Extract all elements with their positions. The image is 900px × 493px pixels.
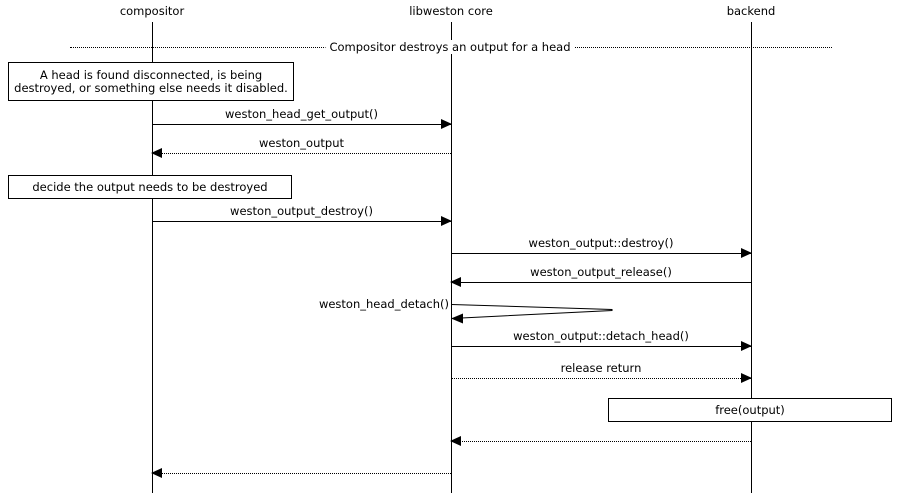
msg-label: weston_output::destroy() <box>525 236 677 250</box>
arrowhead-left-icon <box>450 277 461 287</box>
note-head-disconnected: A head is found disconnected, is being d… <box>8 62 294 101</box>
actor-label-backend: backend <box>726 4 776 18</box>
msg-label: weston_output::detach_head() <box>510 329 692 343</box>
msg-line <box>152 221 451 222</box>
msg-label: weston_head_get_output() <box>221 107 382 121</box>
actor-label-compositor: compositor <box>119 4 185 18</box>
msg-line <box>152 124 451 125</box>
msg-line <box>451 378 751 379</box>
arrowhead-right-icon <box>441 216 452 226</box>
msg-label: weston_output_destroy() <box>227 204 376 218</box>
msg-label: release return <box>557 361 645 375</box>
note-decide-destroy: decide the output needs to be destroyed <box>8 175 292 199</box>
note-head-disconnected-text: A head is found disconnected, is being d… <box>14 67 288 95</box>
arrowhead-right-icon <box>741 341 752 351</box>
lifeline-compositor <box>152 22 153 493</box>
actor-label-libweston-core: libweston core <box>409 4 493 18</box>
arrowhead-right-icon <box>441 119 452 129</box>
arrowhead-right-icon <box>741 248 752 258</box>
msg-line <box>152 473 451 474</box>
msg-line <box>152 153 451 154</box>
msg-line <box>451 441 751 442</box>
msg-label: weston_head_detach() <box>318 297 449 311</box>
separator-label: Compositor destroys an output for a head <box>325 40 575 54</box>
msg-line <box>451 346 751 347</box>
arrowhead-left-icon <box>151 468 162 478</box>
msg-label: weston_output <box>256 136 347 150</box>
separator-compositor-destroys-output: Compositor destroys an output for a head <box>0 40 900 54</box>
note-free-output: free(output) <box>608 398 892 422</box>
note-free-output-text: free(output) <box>715 402 785 417</box>
arrowhead-left-icon <box>151 148 162 158</box>
self-loop-shape <box>451 304 613 324</box>
arrowhead-left-icon <box>450 436 461 446</box>
msg-line <box>451 253 751 254</box>
msg-label: weston_output_release() <box>527 265 675 279</box>
arrowhead-right-icon <box>741 373 752 383</box>
note-decide-destroy-text: decide the output needs to be destroyed <box>32 179 268 194</box>
msg-line <box>451 282 751 283</box>
lifeline-libweston-core <box>451 22 452 493</box>
msg-weston-head-detach: weston_head_detach() <box>319 297 621 324</box>
